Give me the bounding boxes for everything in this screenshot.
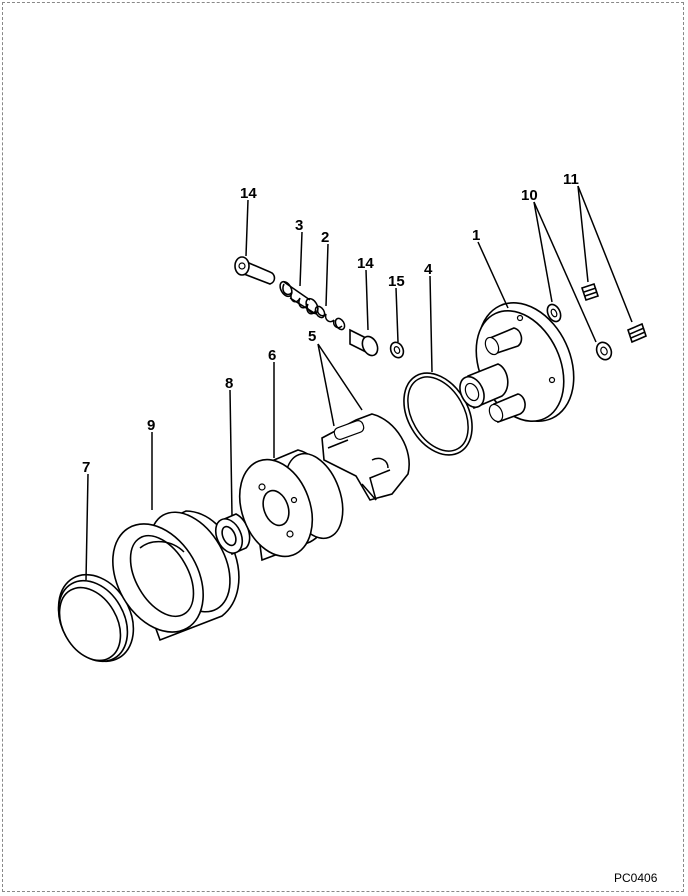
callout-6: 6 <box>268 347 276 364</box>
callout-labels: 1 2 3 4 5 6 7 8 9 10 11 14 14 15 <box>82 171 579 476</box>
part-1-flange <box>459 302 575 424</box>
callout-14-middle: 14 <box>357 255 374 272</box>
part-7-ring <box>57 573 135 663</box>
callout-15: 15 <box>388 273 405 290</box>
part-15-washer <box>389 341 405 359</box>
part-5-spider-insert <box>321 413 410 501</box>
callout-7: 7 <box>82 459 90 476</box>
part-10-washers <box>546 303 613 361</box>
callout-2: 2 <box>321 229 329 246</box>
callout-9: 9 <box>147 417 155 434</box>
part-6-coupling-hub <box>238 449 344 562</box>
leader-lines <box>85 185 633 581</box>
callout-1: 1 <box>472 227 480 244</box>
part-9-sleeve <box>112 510 240 642</box>
callout-10: 10 <box>521 187 538 204</box>
part-14-plunger <box>349 328 379 357</box>
callout-11: 11 <box>563 171 579 188</box>
part-11-bolts <box>580 282 647 344</box>
callout-14-upper: 14 <box>240 185 257 202</box>
part-8-bushing <box>214 513 251 556</box>
callout-8: 8 <box>225 375 233 392</box>
callout-5: 5 <box>308 328 316 345</box>
callout-4: 4 <box>424 261 433 278</box>
part-2-spring <box>314 305 346 331</box>
callout-3: 3 <box>295 217 303 234</box>
part-3-spring <box>279 280 319 315</box>
part-14-pin-upper <box>234 256 276 285</box>
figure-code: PC0406 <box>614 871 658 885</box>
